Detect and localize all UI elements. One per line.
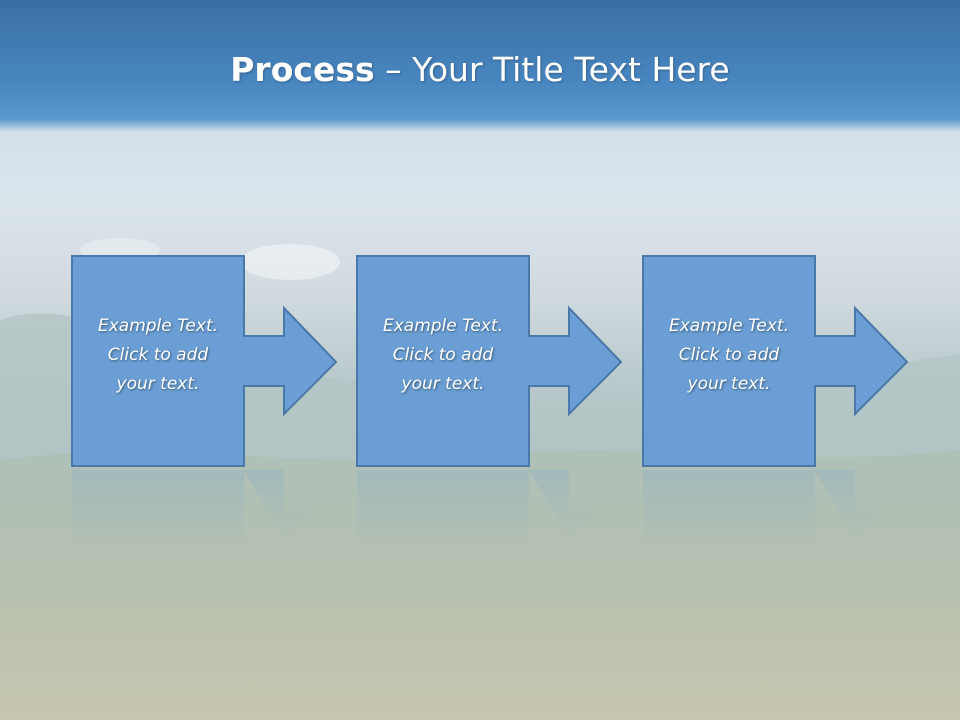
process-step-2[interactable]: Example Text. Click to add your text. (356, 255, 697, 468)
arrow-box-shape (71, 255, 338, 467)
step-text-line-2: Click to add (392, 345, 494, 365)
step-text-line-1: Example Text. (668, 316, 790, 336)
title-bold-part: Process (230, 50, 375, 89)
step-3-reflection (643, 470, 883, 550)
step-text-line-3: your text. (116, 374, 200, 394)
step-text-line-2: Click to add (107, 345, 209, 365)
step-text: Example Text. Click to add your text. (357, 312, 529, 399)
process-step-1[interactable]: Example Text. Click to add your text. (71, 255, 412, 468)
arrow-box-shape (642, 255, 909, 467)
slide-title[interactable]: Process – Your Title Text Here (0, 50, 960, 89)
step-text: Example Text. Click to add your text. (72, 312, 244, 399)
step-text-line-1: Example Text. (97, 316, 219, 336)
step-text-line-2: Click to add (678, 345, 780, 365)
title-rest-part: – Your Title Text Here (374, 50, 730, 89)
step-text-line-1: Example Text. (382, 316, 504, 336)
step-text: Example Text. Click to add your text. (643, 312, 815, 399)
title-band (0, 0, 960, 132)
step-text-line-3: your text. (687, 374, 771, 394)
step-text-line-3: your text. (401, 374, 485, 394)
process-step-3[interactable]: Example Text. Click to add your text. (642, 255, 960, 468)
step-1-reflection (72, 470, 312, 550)
arrow-box-shape (356, 255, 623, 467)
step-2-reflection (357, 470, 597, 550)
